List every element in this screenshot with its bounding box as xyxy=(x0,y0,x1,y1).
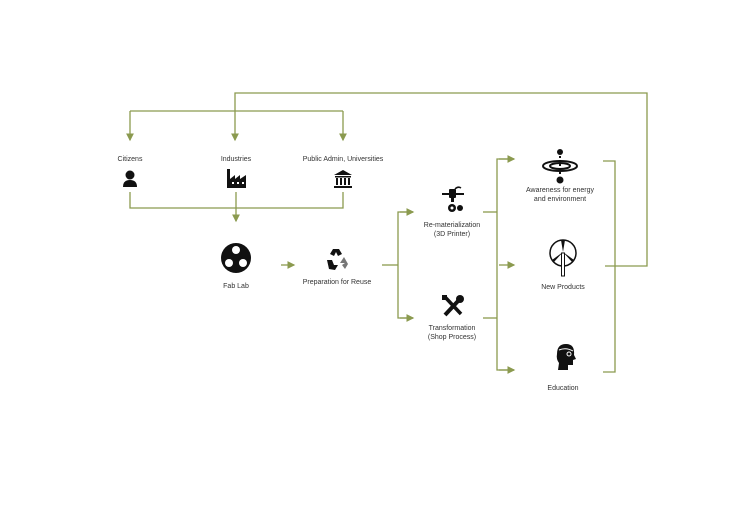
label-trans-line2: (Shop Process) xyxy=(427,334,477,341)
energy-awareness-icon xyxy=(542,149,578,184)
head-education-icon xyxy=(556,344,576,370)
label-remat-line1: Re-materialization xyxy=(423,222,481,229)
label-trans-line1: Transformation xyxy=(428,325,476,332)
fablab-icon xyxy=(221,243,251,273)
label-education: Education xyxy=(547,385,579,392)
label-industries: Industries xyxy=(220,156,252,163)
person-icon xyxy=(123,170,137,187)
tools-icon xyxy=(442,295,464,317)
label-citizens: Citizens xyxy=(117,156,143,163)
label-aware-line1: Awareness for energy xyxy=(526,187,594,194)
label-remat-line2: (3D Printer) xyxy=(433,231,471,238)
label-awareness: Awareness for energy and environment xyxy=(495,186,625,204)
recycle-icon xyxy=(327,249,348,270)
label-new-products: New Products xyxy=(541,284,585,291)
3d-printer-icon xyxy=(442,186,464,212)
label-public-admin: Public Admin, Universities xyxy=(302,156,384,163)
label-fablab: Fab Lab xyxy=(223,283,249,290)
institution-icon xyxy=(334,170,352,188)
right-bracket xyxy=(603,160,616,373)
label-aware-line2: and environment xyxy=(533,196,587,203)
label-transformation: Transformation (Shop Process) xyxy=(387,324,517,342)
feedback-loop xyxy=(231,92,648,267)
label-remat: Re-materialization (3D Printer) xyxy=(387,221,517,239)
factory-icon xyxy=(227,169,246,188)
wind-turbine-icon xyxy=(549,239,577,277)
label-prep: Preparation for Reuse xyxy=(302,279,372,286)
